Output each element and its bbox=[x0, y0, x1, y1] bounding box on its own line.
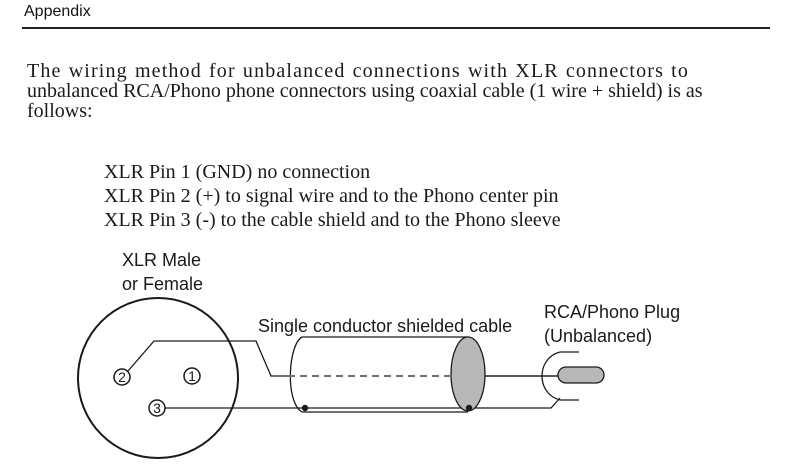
intro-line-3: follows: bbox=[27, 100, 93, 122]
pin-2-number: 2 bbox=[118, 369, 126, 385]
cable-shield-cross-section bbox=[450, 336, 486, 412]
pin-list: XLR Pin 1 (GND) no connection XLR Pin 2 … bbox=[104, 160, 561, 232]
xlr-connector-outline bbox=[77, 297, 239, 459]
cable-label: Single conductor shielded cable bbox=[258, 316, 512, 336]
xlr-pin-1: 1 bbox=[183, 367, 201, 385]
xlr-label-line-2: or Female bbox=[122, 274, 203, 294]
rca-center-pin bbox=[557, 366, 605, 384]
rca-plug bbox=[541, 351, 605, 401]
pin-item-2: XLR Pin 2 (+) to signal wire and to the … bbox=[104, 185, 559, 207]
shield-junction-dot-left bbox=[301, 404, 309, 412]
pin-item-1: XLR Pin 1 (GND) no connection bbox=[104, 161, 371, 183]
ground-wire bbox=[165, 397, 561, 409]
intro-paragraph: The wiring method for unbalanced connect… bbox=[27, 61, 772, 121]
xlr-pin-3: 3 bbox=[148, 399, 166, 417]
xlr-pin-2: 2 bbox=[113, 368, 131, 386]
xlr-label-line-1: XLR Male bbox=[122, 250, 201, 270]
shield-junction-dot-right bbox=[465, 404, 473, 412]
rca-sleeve-curve bbox=[541, 351, 561, 401]
pin-item-3: XLR Pin 3 (-) to the cable shield and to… bbox=[104, 209, 561, 231]
rca-label-line-1: RCA/Phono Plug bbox=[544, 302, 680, 322]
pin-1-circle bbox=[183, 367, 201, 385]
pin-1-number: 1 bbox=[188, 368, 196, 384]
cable-left-end bbox=[289, 336, 303, 413]
header-title: Appendix bbox=[24, 3, 91, 20]
intro-line-1: The wiring method for unbalanced connect… bbox=[27, 60, 690, 82]
intro-line-2: unbalanced RCA/Phono phone connectors us… bbox=[27, 80, 703, 102]
pin-2-circle bbox=[113, 368, 131, 386]
coax-cable bbox=[288, 336, 558, 413]
rca-label-line-2: (Unbalanced) bbox=[544, 326, 652, 346]
header-divider bbox=[22, 27, 770, 29]
pin-3-number: 3 bbox=[153, 400, 161, 416]
